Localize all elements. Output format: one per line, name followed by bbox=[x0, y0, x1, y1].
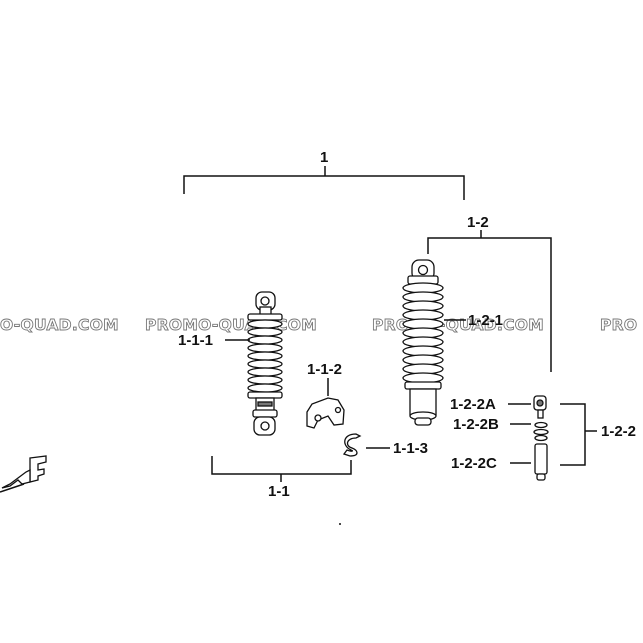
watermark-text-1: O-QUAD.COM bbox=[0, 316, 119, 334]
watermark: O-QUAD.COM PROMO-QUAD.COM PROMO-QUAD.COM… bbox=[0, 316, 638, 335]
label-part-b: 1-2-2B bbox=[453, 416, 499, 433]
clip-part: 1-1-3 bbox=[342, 433, 428, 457]
damper-parts bbox=[533, 395, 549, 481]
front-shock-leader: 1-1-1 bbox=[178, 332, 250, 349]
rear-spring-coils bbox=[402, 282, 444, 384]
label-bracket: 1-1-2 bbox=[307, 361, 342, 378]
label-part-c: 1-2-2C bbox=[451, 455, 497, 472]
label-front-shock-group: 1-1 bbox=[268, 483, 290, 500]
stray-dot bbox=[339, 523, 341, 525]
label-damper-group: 1-2-2 bbox=[601, 423, 636, 440]
label-front-shock: 1-1-1 bbox=[178, 332, 213, 349]
damper-part-leaders: 1-2-2A 1-2-2B 1-2-2C bbox=[450, 396, 531, 472]
mounting-bracket-part: 1-1-2 bbox=[306, 361, 345, 429]
assembly-bracket: 1 bbox=[183, 149, 465, 200]
front-shock-absorber bbox=[247, 291, 283, 436]
label-rear-shock: 1-2-1 bbox=[468, 312, 503, 329]
watermark-text-2: PROMO-QUAD.COM bbox=[145, 316, 317, 334]
front-spring-coils bbox=[247, 319, 283, 393]
label-part-a: 1-2-2A bbox=[450, 396, 496, 413]
watermark-text-4: PRO bbox=[600, 316, 637, 334]
damper-group-bracket: 1-2-2 bbox=[560, 403, 636, 466]
label-assembly: 1 bbox=[320, 149, 328, 166]
front-direction-icon bbox=[0, 455, 47, 493]
watermark-text-3: PROMO-QUAD.COM bbox=[372, 316, 544, 334]
rear-shock-group-bracket: 1-2 bbox=[427, 214, 552, 372]
front-shock-group-bracket: 1-1 bbox=[211, 456, 352, 500]
label-rear-shock-group: 1-2 bbox=[467, 214, 489, 231]
rear-shock-leader: 1-2-1 bbox=[444, 312, 503, 329]
label-clip: 1-1-3 bbox=[393, 440, 428, 457]
rear-shock-absorber bbox=[402, 259, 444, 426]
